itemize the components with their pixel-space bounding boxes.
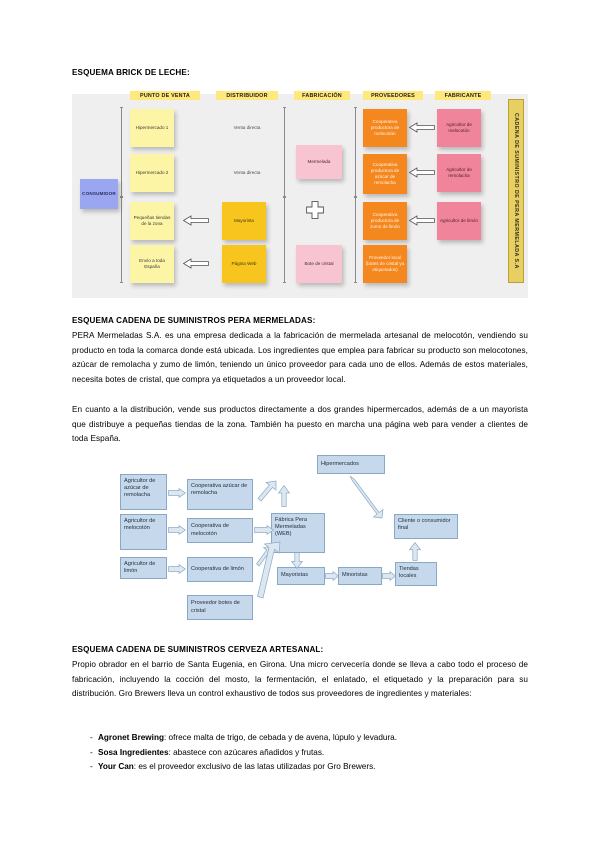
section-heading-brick-de-leche: ESQUEMA BRICK DE LECHE: bbox=[72, 68, 190, 77]
paragraph-pera-intro: PERA Mermeladas S.A. es una empresa dedi… bbox=[72, 331, 528, 384]
node-mayoristas: Mayoristas bbox=[277, 567, 325, 585]
arrow-hipermercados-to-cliente bbox=[348, 475, 386, 519]
diagram-brick-de-leche: PUNTO DE VENTA DISTRIBUIDOR FABRICACIÓN … bbox=[72, 85, 528, 298]
arrow-factory-to-mayoristas bbox=[291, 552, 303, 569]
column-header-proveedores: PROVEEDORES bbox=[363, 91, 423, 100]
arrow-mayoristas-to-minoristas bbox=[325, 571, 339, 581]
bullet-dash: - bbox=[90, 747, 93, 757]
node-fabrica-pera-mermeladas: Fábrica Pera Mermeladas (WEB) bbox=[271, 513, 325, 553]
arrow-minoristas-to-tiendas bbox=[382, 571, 396, 581]
note-pequenas-tiendas: Pequeñas tiendas de la zona bbox=[130, 202, 174, 240]
banner-cadena-de-suministro: CADENA DE SUMINISTRO DE PERA MERMELADA S… bbox=[508, 99, 524, 283]
section-heading-pera-mermeladas: ESQUEMA CADENA DE SUMINISTROS PERA MERME… bbox=[72, 316, 316, 325]
note-agricultor-remolacha: Agricultor de remolacha bbox=[437, 154, 481, 192]
bullet-text-agronet: Agronet Brewing: ofrece malta de trigo, … bbox=[98, 731, 397, 746]
list-item: - Sosa Ingredientes: abastece con azúcar… bbox=[72, 746, 528, 761]
paragraph-cerveza-intro: Propio obrador en el barrio de Santa Eug… bbox=[72, 660, 528, 699]
node-hipermercados: Hipermercados bbox=[317, 455, 385, 474]
note-mermelada: Mermelada bbox=[296, 145, 342, 179]
diagram-top-strip bbox=[72, 85, 528, 94]
note-mayorista: Mayorista bbox=[222, 202, 266, 240]
paragraph-pera-distribucion: En cuanto a la distribución, vende sus p… bbox=[72, 405, 528, 444]
column-header-fabricante: FABRICANTE bbox=[435, 91, 491, 100]
bullet-dash: - bbox=[90, 762, 93, 772]
list-item: - Agronet Brewing: ofrece malta de trigo… bbox=[72, 731, 528, 746]
note-agricultor-limon: Agricultor de limón bbox=[437, 202, 481, 240]
bracket-punto-de-venta-top bbox=[119, 107, 123, 197]
bracket-proveedores-bottom bbox=[353, 197, 357, 283]
arrow-factory-to-hipermercados bbox=[278, 485, 290, 507]
bullet-text-sosa: Sosa Ingredientes: abastece con azúcares… bbox=[98, 746, 324, 761]
plus-icon bbox=[306, 201, 324, 219]
bullet-rest-agronet: : ofrece malta de trigo, de cebada y de … bbox=[163, 733, 398, 742]
bracket-fabricacion-bottom bbox=[282, 197, 286, 283]
arrow-jars-to-factory bbox=[256, 540, 282, 600]
arrow-farmer-lemon-to-coop bbox=[168, 564, 186, 574]
note-proveedor-local-botes: Proveedor local (botes de cristal ya eti… bbox=[363, 245, 407, 283]
bracket-fabricacion-top bbox=[282, 107, 286, 197]
bullet-dash: - bbox=[90, 733, 93, 742]
bullet-rest-yourcan: : es el proveedor exclusivo de las latas… bbox=[133, 762, 376, 772]
bullet-term-sosa: Sosa Ingredientes bbox=[98, 747, 169, 757]
node-cooperativa-azucar-remolacha: Cooperativa azúcar de remolacha bbox=[187, 479, 253, 510]
note-hipermercado-1: Hipermercado 1 bbox=[130, 109, 174, 147]
note-coop-remolacha: Cooperativa productora de azúcar de remo… bbox=[363, 154, 407, 194]
node-proveedor-botes-cristal: Proveedor botes de cristal bbox=[187, 595, 253, 620]
diagram-pera-supply-chain: Agricultor de azúcar de remolacha Agricu… bbox=[120, 452, 510, 627]
arrow-tiendas-to-cliente bbox=[409, 542, 421, 561]
note-agricultor-melocoton: Agricultor de melocotón bbox=[437, 109, 481, 147]
note-pagina-web: Página Web bbox=[222, 245, 266, 283]
arrow-farmer-peach-to-coop bbox=[168, 525, 186, 535]
banner-label: CADENA DE SUMINISTRO DE PERA MERMELADA S… bbox=[513, 113, 519, 269]
label-venta-directa-2: Venta directa bbox=[233, 170, 261, 175]
arrow-coop-peach-to-factory bbox=[254, 525, 274, 535]
column-header-punto-de-venta: PUNTO DE VENTA bbox=[130, 91, 200, 100]
bracket-proveedores-top bbox=[353, 107, 357, 197]
column-header-distribuidor: DISTRIBUIDOR bbox=[216, 91, 278, 100]
bullet-text-yourcan: Your Can: es el proveedor exclusivo de l… bbox=[98, 760, 375, 775]
arrow-coop-sugar-to-factory bbox=[257, 480, 277, 502]
arrow-agricultor-limon-to-coop bbox=[409, 215, 435, 226]
bracket-punto-de-venta-bottom bbox=[119, 197, 123, 283]
note-coop-melocoton: Cooperativa productora de melocotón bbox=[363, 109, 407, 147]
note-envio-toda-espana: Envío a toda España bbox=[130, 245, 174, 283]
node-agricultor-limon: Agricultor de limón bbox=[120, 557, 167, 579]
bullet-rest-sosa: : abastece con azúcares añadidos y fruta… bbox=[168, 747, 325, 757]
arrow-mayorista-to-tiendas bbox=[183, 215, 209, 226]
column-header-fabricacion: FABRICACIÓN bbox=[294, 91, 350, 100]
note-consumidor: CONSUMIDOR bbox=[80, 179, 118, 209]
note-bote-de-cristal: Bote de cristal bbox=[296, 245, 342, 283]
arrow-farmer-sugar-to-coop bbox=[168, 488, 186, 498]
section-heading-cerveza-artesanal: ESQUEMA CADENA DE SUMINISTROS CERVEZA AR… bbox=[72, 645, 324, 654]
node-cliente-consumidor-final: Cliente o consumidor final bbox=[394, 514, 458, 539]
bullet-term-agronet: Agronet Brewing bbox=[98, 733, 164, 742]
node-minoristas: Minoristas bbox=[338, 567, 382, 585]
arrow-agricultor-melocoton-to-coop bbox=[409, 122, 435, 133]
arrow-web-to-envio bbox=[183, 258, 209, 269]
label-venta-directa-1: Venta directa bbox=[233, 125, 261, 130]
bullet-term-yourcan: Your Can bbox=[98, 762, 134, 772]
node-cooperativa-limon: Cooperativa de limón bbox=[187, 557, 253, 582]
node-cooperativa-melocoton: Cooperativa de melocotón bbox=[187, 518, 253, 543]
node-agricultor-melocoton: Agricultor de melocotón bbox=[120, 514, 167, 550]
note-hipermercado-2: Hipermercado 2 bbox=[130, 154, 174, 192]
arrow-agricultor-remolacha-to-coop bbox=[409, 167, 435, 178]
supplier-bullet-list: - Agronet Brewing: ofrece malta de trigo… bbox=[72, 731, 528, 775]
node-agricultor-azucar-remolacha: Agricultor de azúcar de remolacha bbox=[120, 474, 167, 510]
note-coop-zumo-limon: Cooperativa productora de zumo de limón bbox=[363, 202, 407, 240]
node-tiendas-locales: Tiendas locales bbox=[395, 562, 437, 586]
list-item: - Your Can: es el proveedor exclusivo de… bbox=[72, 760, 528, 775]
